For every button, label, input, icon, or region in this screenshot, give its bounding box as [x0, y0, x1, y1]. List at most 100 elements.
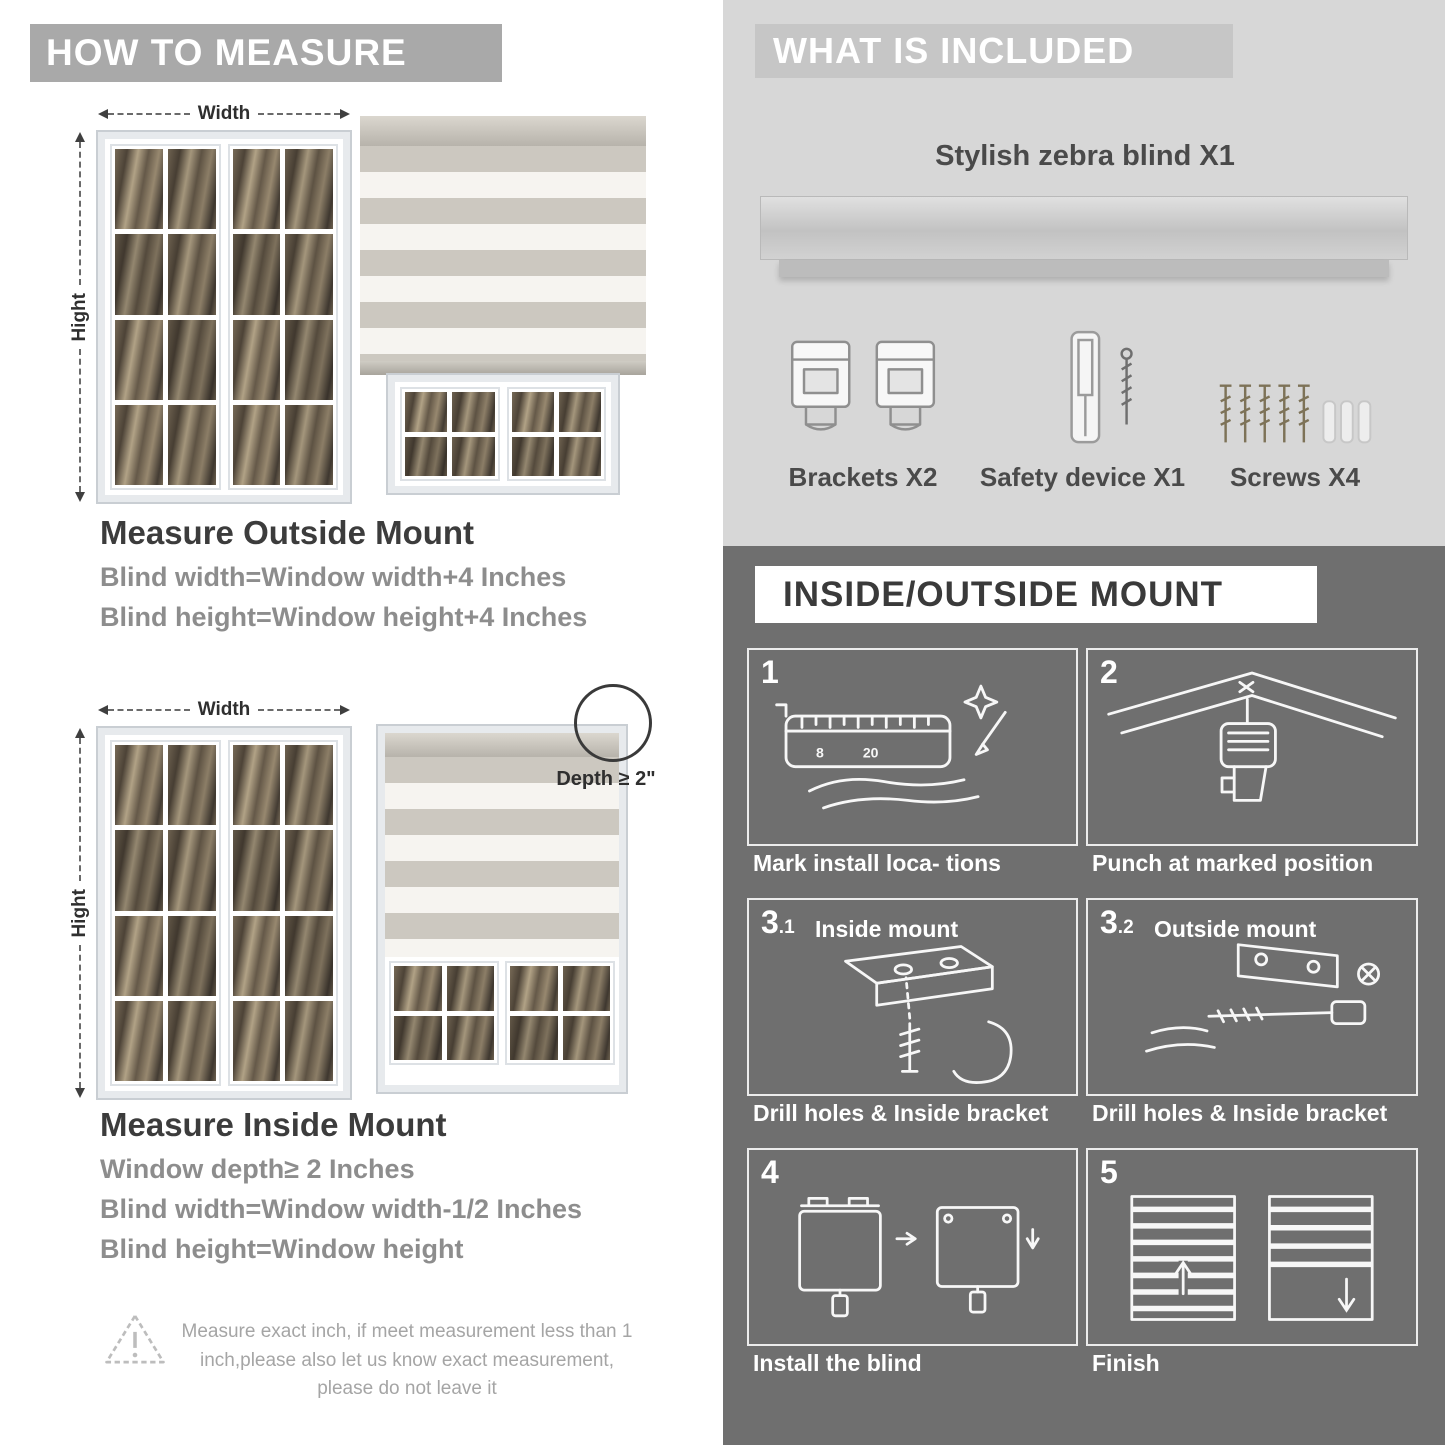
window-pane — [115, 830, 163, 911]
step-number: 5 — [1100, 1154, 1118, 1190]
window-pane — [115, 319, 163, 400]
window-pane — [394, 966, 442, 1011]
inside-window-figure: Width Hight — [68, 698, 350, 1099]
window-sash — [400, 387, 500, 481]
outside-height-formula: Blind height=Window height+4 Inches — [100, 602, 588, 632]
window-pane — [446, 966, 494, 1011]
tape-mark: 20 — [863, 744, 879, 760]
window-pane — [232, 830, 281, 911]
safety-device-label: Safety device X1 — [979, 462, 1186, 492]
window-sash — [227, 740, 338, 1086]
window-pane — [115, 149, 163, 230]
included-banner: WHAT IS INCLUDED — [755, 24, 1233, 78]
width-arrow-label: Width — [197, 103, 251, 124]
screws-anchors-icon — [1219, 384, 1372, 444]
blind-headrail-lip — [779, 260, 1389, 277]
window-pane — [115, 1000, 163, 1081]
step-caption-3-1: Drill holes & Inside bracket — [753, 1100, 1049, 1126]
tape-mark: 8 — [816, 744, 824, 760]
window-pane — [285, 1000, 333, 1081]
height-arrow: Hight — [69, 728, 90, 1099]
window-pane — [167, 319, 216, 400]
height-arrow: Hight — [69, 132, 90, 503]
arrow-right-icon — [340, 109, 350, 119]
window-pane — [232, 234, 281, 315]
window-pane — [232, 319, 281, 400]
window-under-blind — [388, 375, 618, 493]
window-pane — [285, 404, 333, 485]
step-caption-2: Punch at marked position — [1092, 850, 1374, 876]
inside-width-formula: Blind width=Window width-1/2 Inches — [100, 1194, 583, 1224]
step-panel-3-2: 3.2 Outside mount — [1086, 898, 1418, 1096]
step-panel-5: 5 — [1086, 1148, 1418, 1346]
depth-callout-label: Depth ≥ 2" — [556, 768, 656, 790]
window-pane — [510, 1015, 558, 1060]
window-pane — [405, 436, 448, 476]
window-pane — [232, 149, 281, 230]
window-photo — [98, 132, 350, 502]
step-caption-3-2: Drill holes & Inside bracket — [1092, 1100, 1388, 1126]
window-pane — [115, 404, 163, 485]
product-label: Stylish zebra blind X1 — [935, 140, 1235, 172]
step-panel-1: 1 8 20 — [747, 648, 1078, 846]
arrow-up-icon — [75, 728, 85, 738]
window-pane — [446, 1015, 494, 1060]
warning-triangle-icon — [105, 1314, 165, 1364]
tape-measure-marking-illustration: 8 20 — [775, 684, 1007, 810]
blind-headrail-illustration — [760, 196, 1408, 260]
blind-bottom-rail — [360, 361, 646, 375]
step-number: 3.2 — [1100, 904, 1134, 940]
step-caption-1: Mark install loca- tions — [753, 850, 1001, 876]
window-pane — [167, 745, 216, 826]
window-pane — [285, 319, 333, 400]
window-sash — [110, 144, 221, 490]
window-pane — [167, 1000, 216, 1081]
window-pane — [452, 436, 495, 476]
drill-ceiling-illustration — [1107, 671, 1397, 802]
window-pane — [285, 830, 333, 911]
window-pane — [115, 234, 163, 315]
window-pane — [394, 1015, 442, 1060]
install-blind-illustration — [798, 1196, 1040, 1318]
window-pane — [167, 149, 216, 230]
window-pane — [115, 915, 163, 996]
zebra-blind-stripes — [385, 757, 619, 957]
window-pane — [285, 745, 333, 826]
window-pane — [285, 915, 333, 996]
window-pane — [558, 392, 601, 432]
bracket-screw-illustration — [844, 945, 1013, 1084]
mount-banner: INSIDE/OUTSIDE MOUNT — [755, 566, 1317, 623]
window-pane — [511, 436, 554, 476]
window-photo — [98, 728, 350, 1098]
window-pane — [562, 966, 610, 1011]
screws-label: Screws X4 — [1229, 462, 1361, 492]
width-arrow-label: Width — [197, 699, 251, 720]
bracket-drill-illustration — [1145, 943, 1381, 1053]
window-pane — [452, 392, 495, 432]
window-pane — [167, 404, 216, 485]
window-pane — [558, 436, 601, 476]
inside-depth-rule: Window depth≥ 2 Inches — [100, 1154, 415, 1184]
window-pane — [510, 966, 558, 1011]
window-pane — [285, 149, 333, 230]
window-pane — [115, 745, 163, 826]
window-pane — [232, 404, 281, 485]
width-arrow: Width — [98, 103, 350, 124]
blind-cassette — [360, 116, 646, 146]
window-sash — [389, 961, 499, 1065]
arrow-left-icon — [98, 109, 108, 119]
arrow-up-icon — [75, 132, 85, 142]
outside-mount-blind-figure — [360, 116, 646, 496]
height-arrow-label: Hight — [69, 292, 90, 342]
window-pane — [562, 1015, 610, 1060]
inside-mount-heading: Measure Inside Mount — [100, 1106, 447, 1143]
step-number: 1 — [761, 654, 779, 690]
step-caption-4: Install the blind — [753, 1350, 922, 1376]
window-pane — [232, 915, 281, 996]
arrow-left-icon — [98, 705, 108, 715]
height-arrow-label: Hight — [69, 888, 90, 938]
step-number: 3.1 — [761, 904, 795, 940]
how-to-measure-banner: HOW TO MEASURE — [30, 24, 502, 82]
window-pane — [511, 392, 554, 432]
